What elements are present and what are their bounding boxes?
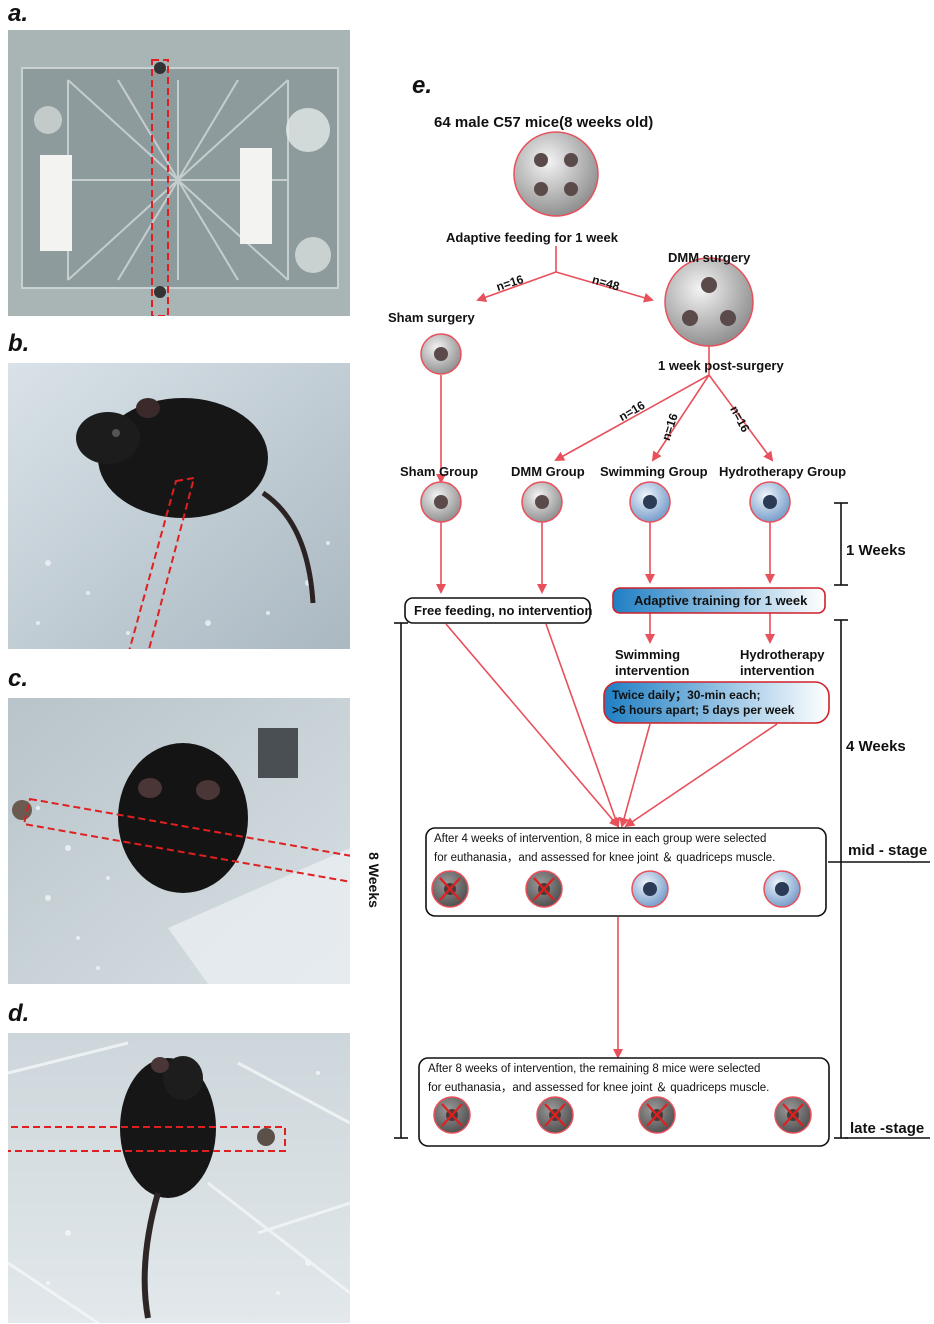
timeline-late-stage: late -stage <box>850 1120 925 1137</box>
group-sham-label: Sham Group <box>400 464 479 479</box>
photo-mouse-ramp-side <box>8 363 350 649</box>
late-stage-box <box>418 1057 830 1147</box>
photo-mouse-top-view <box>8 1033 350 1323</box>
mid-stage-box <box>425 827 827 917</box>
adaptive-training-box <box>612 587 826 614</box>
timeline-one-week: 1 Weeks <box>846 542 906 559</box>
post-surgery-label: 1 week post-surgery <box>658 358 784 373</box>
group-dmm-label: DMM Group <box>511 464 585 479</box>
swim-intervention-line2: intervention <box>615 663 690 678</box>
mouse-dmm-icon <box>664 257 754 347</box>
hydro-intervention-line1: Hydrotherapy <box>740 647 825 662</box>
free-feeding-box <box>404 597 591 624</box>
adaptive-training-text: Adaptive training for 1 week <box>634 593 808 608</box>
adaptive-feeding-label: Adaptive feeding for 1 week <box>446 230 618 245</box>
photo-mouse-step-top <box>8 698 350 984</box>
photo-tank-top-view <box>8 30 350 316</box>
group-swimming-label: Swimming Group <box>600 464 708 479</box>
schedule-box <box>603 681 830 724</box>
mouse-cohort-icon <box>513 131 599 217</box>
free-feeding-text: Free feeding, no intervention <box>414 603 593 618</box>
panel-label-b: b. <box>8 330 30 357</box>
sham-surgery-label: Sham surgery <box>388 310 475 325</box>
mid-stage-text-line2: for euthanasia，and assessed for knee joi… <box>434 852 776 864</box>
timeline-mid-stage: mid - stage <box>848 842 928 859</box>
group-hydro-label: Hydrotherapy Group <box>719 464 847 479</box>
timeline-eight-weeks: 8 Weeks <box>365 852 382 908</box>
panel-label-a: a. <box>8 0 29 27</box>
cohort-title: 64 male C57 mice(8 weeks old) <box>434 114 654 131</box>
schedule-line2: >6 hours apart; 5 days per week <box>612 703 795 717</box>
schedule-line1: Twice daily；30-min each; <box>612 688 761 702</box>
panel-label-c: c. <box>8 665 29 692</box>
panel-label-d: d. <box>8 1000 30 1027</box>
timeline-four-weeks: 4 Weeks <box>846 738 906 755</box>
swim-intervention-line1: Swimming <box>615 647 681 662</box>
late-stage-text-line1: After 8 weeks of intervention, the remai… <box>428 1063 761 1075</box>
panel-label-e: e. <box>412 72 433 99</box>
mid-stage-text-line1: After 4 weeks of intervention, 8 mice in… <box>434 833 767 845</box>
dmm-surgery-label: DMM surgery <box>668 250 751 265</box>
hydro-intervention-line2: intervention <box>740 663 815 678</box>
late-stage-text-line2: for euthanasia，and assessed for knee joi… <box>428 1082 770 1094</box>
